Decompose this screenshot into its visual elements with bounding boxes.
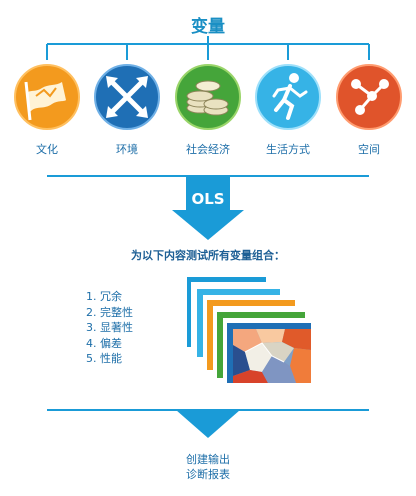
test-list: 1. 冗余 2. 完整性 3. 显著性 4. 偏差 5. 性能: [86, 289, 133, 367]
ols-label: OLS: [191, 190, 225, 208]
coins-icon: [175, 64, 241, 130]
test-heading: 为以下内容测试所有变量组合：: [131, 249, 285, 262]
list-item: 3. 显著性: [86, 321, 133, 334]
output-arrow: [176, 410, 240, 438]
diagram-title: 变量: [191, 17, 225, 37]
list-item: 5. 性能: [86, 352, 122, 365]
map-stack-icon: [187, 277, 311, 383]
list-item: 1. 冗余: [86, 290, 122, 303]
output-text: 创建输出 诊断报表: [0, 452, 416, 482]
network-nodes-icon: [336, 64, 402, 130]
category-label-socioeconomic: 社会经济: [186, 143, 230, 156]
output-line: 诊断报表: [186, 468, 230, 481]
output-line: 创建输出: [186, 453, 230, 466]
category-label-spatial: 空间: [358, 143, 380, 156]
category-label-environment: 环境: [116, 143, 138, 156]
category-label-lifestyle: 生活方式: [266, 143, 310, 156]
category-label-culture: 文化: [36, 143, 58, 156]
runner-icon: [255, 64, 321, 130]
arrows-cross-icon: [94, 64, 160, 130]
list-item: 4. 偏差: [86, 336, 122, 350]
ols-arrow: [172, 176, 244, 240]
flag-icon: [14, 64, 80, 130]
list-item: 2. 完整性: [86, 305, 133, 319]
